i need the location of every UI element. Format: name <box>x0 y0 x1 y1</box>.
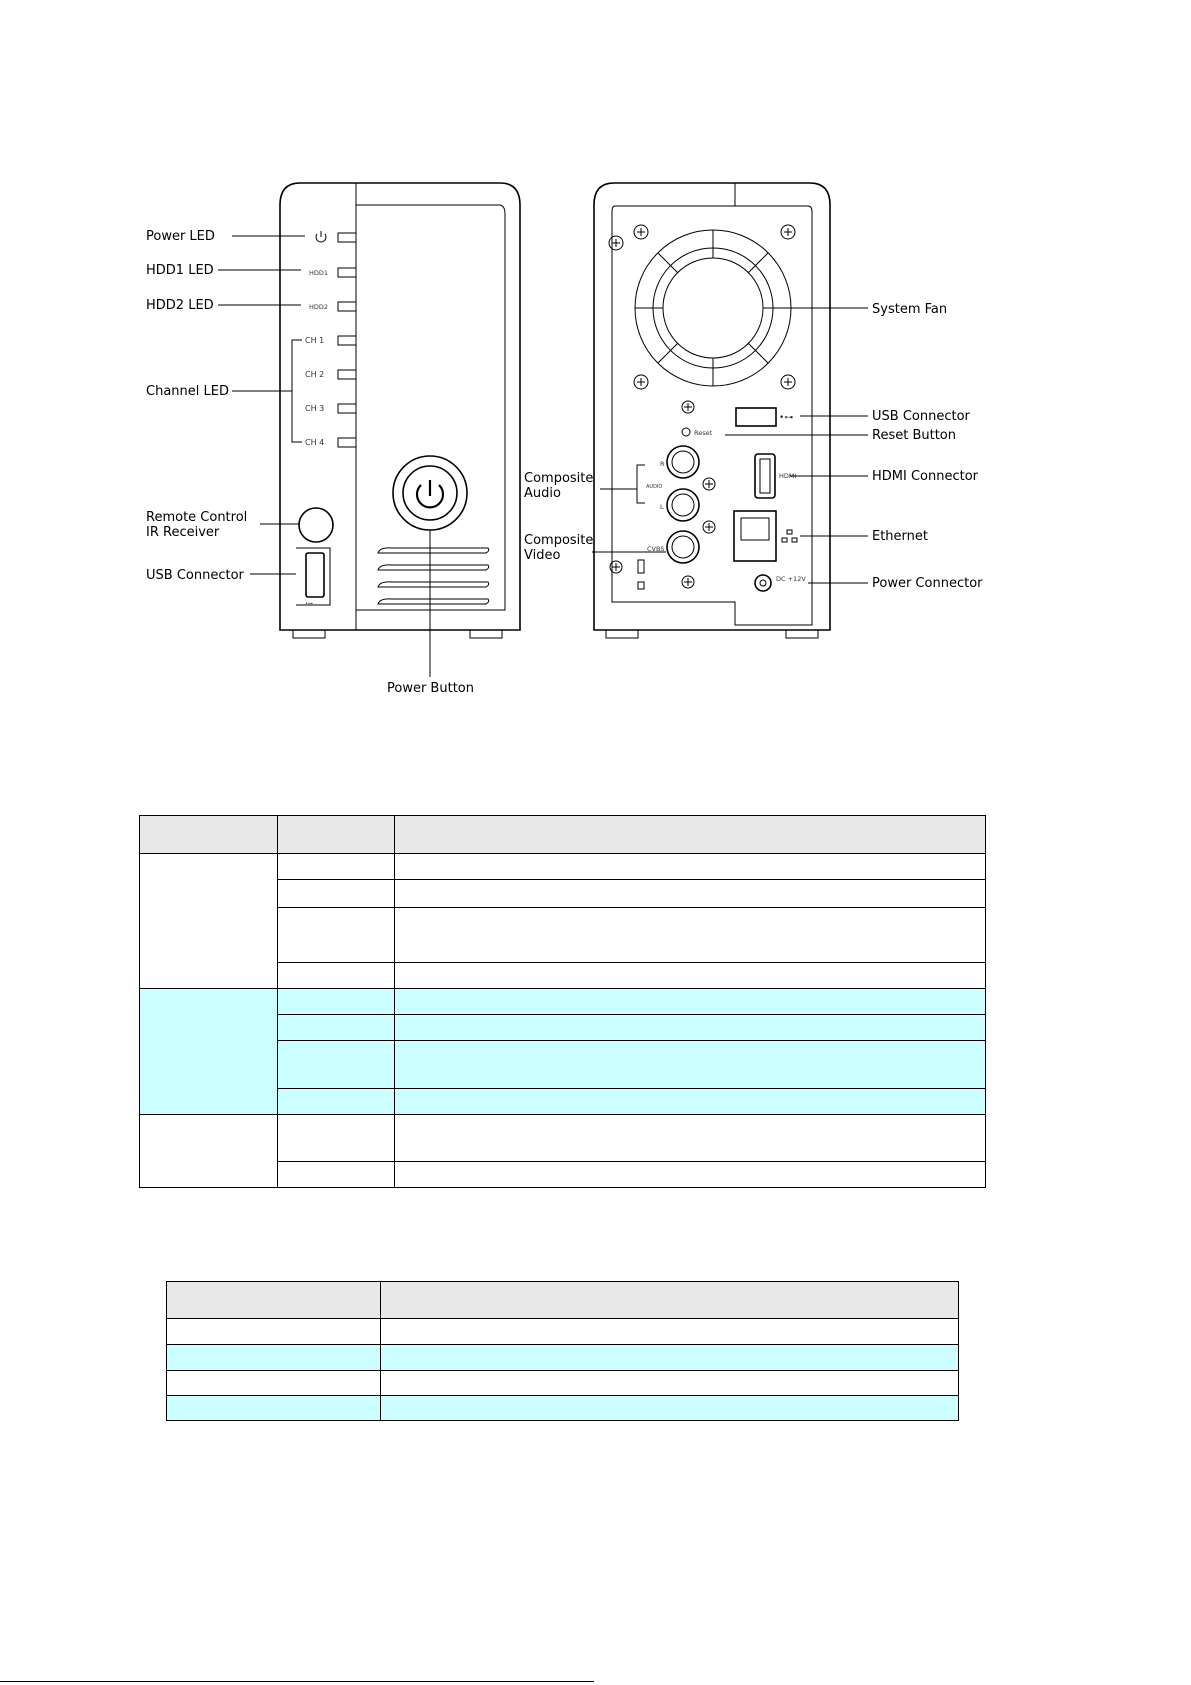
ethernet-port <box>733 510 777 562</box>
hdd1-panel-text: HDD1 <box>309 269 328 277</box>
table1-group-cell <box>139 988 278 1115</box>
table-cell <box>394 907 986 963</box>
composite-video-label-1: Composite <box>524 533 593 548</box>
audio-panel-text: AUDIO <box>646 484 662 490</box>
power-icon <box>415 484 445 509</box>
footer-rule <box>0 1681 594 1682</box>
power-button-label: Power Button <box>387 681 474 696</box>
rear-usb-port <box>735 407 777 427</box>
hdd2-panel-text: HDD2 <box>309 303 328 311</box>
table2-header-cell <box>380 1281 959 1319</box>
hdmi-panel-text: HDMI <box>779 472 797 480</box>
table-cell <box>277 907 395 963</box>
table-cell <box>394 853 986 880</box>
system-fan-label: System Fan <box>872 302 947 317</box>
table1-header-cell <box>139 815 278 854</box>
channel-led-label: Channel LED <box>146 384 229 399</box>
table-cell <box>380 1395 959 1421</box>
table-cell <box>394 988 986 1015</box>
table-cell <box>394 1088 986 1115</box>
table-cell <box>394 1114 986 1162</box>
l-panel-text: L <box>660 503 664 511</box>
table-cell <box>394 879 986 908</box>
table-cell <box>166 1318 381 1345</box>
power-led-label: Power LED <box>146 229 215 244</box>
table2-header-cell <box>166 1281 381 1319</box>
table-cell <box>277 962 395 989</box>
table-cell <box>394 1161 986 1188</box>
table1-header-cell <box>394 815 986 854</box>
table-cell <box>380 1370 959 1396</box>
front-usb-connector-label: USB Connector <box>146 568 245 583</box>
table-cell <box>394 962 986 989</box>
hdmi-connector-label: HDMI Connector <box>872 469 979 484</box>
table-cell <box>380 1318 959 1345</box>
button-function-table <box>166 1281 959 1421</box>
table1-header-cell <box>277 815 395 854</box>
ir-receiver-label: IR Receiver <box>146 525 220 540</box>
composite-video-label-2: Video <box>524 548 560 563</box>
hdd2-led-label: HDD2 LED <box>146 298 214 313</box>
table-cell <box>166 1395 381 1421</box>
reset-button-label: Reset Button <box>872 428 956 443</box>
rear-view: •⊶ Reset HDMI DC +12V R AUDIO L CVBS <box>524 182 983 639</box>
screw-icons <box>608 224 796 589</box>
ch4-panel-text: CH 4 <box>305 438 324 447</box>
system-fan <box>634 229 792 387</box>
dc-power-port <box>754 574 772 592</box>
table-cell <box>394 1014 986 1041</box>
front-usb-port <box>305 552 325 598</box>
cvbs-panel-text: CVBS <box>647 545 664 553</box>
table-cell <box>277 1040 395 1089</box>
composite-audio-label-2: Audio <box>524 486 561 501</box>
table1-group-cell <box>139 853 278 989</box>
table-cell <box>277 1161 395 1188</box>
table-cell <box>380 1344 959 1371</box>
ch3-panel-text: CH 3 <box>305 404 324 413</box>
reset-button[interactable] <box>681 427 691 437</box>
dc-panel-text: DC +12V <box>776 575 806 583</box>
table1-group-cell <box>139 1114 278 1188</box>
lock-slot <box>637 559 645 574</box>
table-cell <box>277 1088 395 1115</box>
table-cell <box>277 988 395 1015</box>
audio-r-jack <box>666 445 700 479</box>
audio-l-jack <box>666 488 700 522</box>
table-cell <box>166 1344 381 1371</box>
hdmi-port <box>754 453 776 499</box>
front-view: HDD1 HDD2 CH 1 CH 2 CH 3 CH 4 •⊶ Power L… <box>146 182 521 696</box>
usb-icon: •⊶ <box>305 601 313 607</box>
ch1-panel-text: CH 1 <box>305 336 324 345</box>
led-status-table <box>139 815 986 1188</box>
reset-panel-text: Reset <box>694 429 713 437</box>
table-cell <box>277 1114 395 1162</box>
usb-icon: •⊶ <box>779 413 793 423</box>
power-connector-label: Power Connector <box>872 576 983 591</box>
device-diagram: HDD1 HDD2 CH 1 CH 2 CH 3 CH 4 •⊶ Power L… <box>146 182 983 696</box>
rear-usb-connector-label: USB Connector <box>872 409 971 424</box>
hdd1-led-label: HDD1 LED <box>146 263 214 278</box>
ir-receiver <box>298 507 334 543</box>
ethernet-label: Ethernet <box>872 529 928 544</box>
r-panel-text: R <box>660 460 665 468</box>
table-cell <box>394 1040 986 1089</box>
table-cell <box>277 879 395 908</box>
table-cell <box>277 1014 395 1041</box>
power-led-icon <box>315 231 327 243</box>
composite-audio-label-1: Composite <box>524 471 593 486</box>
network-icon <box>781 529 798 543</box>
cvbs-jack <box>666 530 700 564</box>
ch2-panel-text: CH 2 <box>305 370 324 379</box>
table-cell <box>166 1370 381 1396</box>
table-cell <box>277 853 395 880</box>
remote-control-label: Remote Control <box>146 510 247 525</box>
